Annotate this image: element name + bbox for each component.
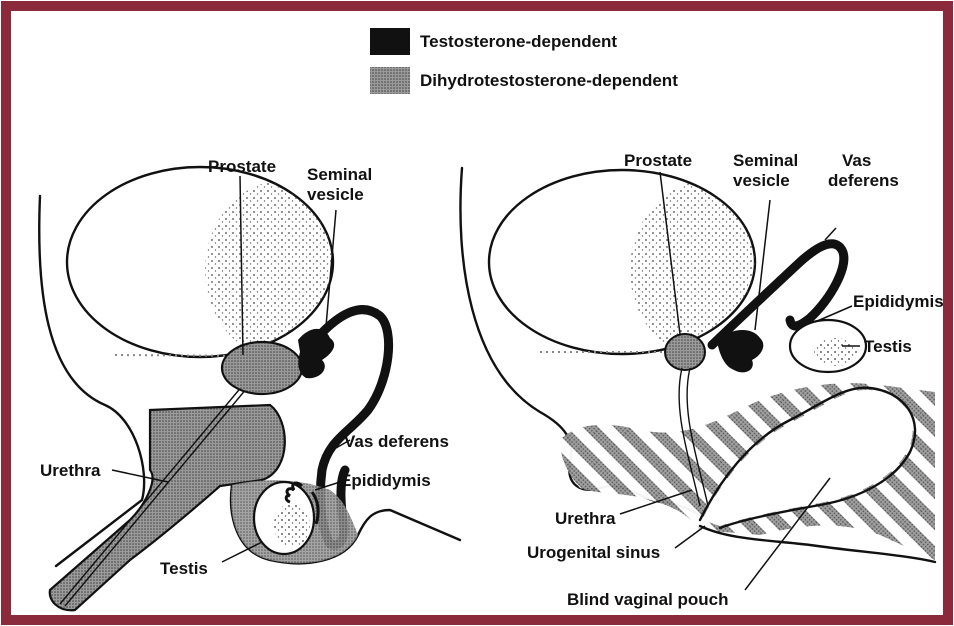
right-label-vas-deferens-1: Vas <box>842 151 871 170</box>
left-label-urethra: Urethra <box>40 461 101 480</box>
left-label-seminal-vesicle-1: Seminal <box>307 165 372 184</box>
left-prostate <box>222 342 302 394</box>
left-label-testis: Testis <box>160 559 208 578</box>
right-label-urethra: Urethra <box>555 509 616 528</box>
legend-label-testosterone: Testosterone-dependent <box>420 32 617 51</box>
male-diagram: Prostate Seminal vesicle Vas deferens Ep… <box>39 157 460 610</box>
legend: Testosterone-dependent Dihydrotestostero… <box>370 28 678 94</box>
right-label-vas-deferens-2: deferens <box>828 171 899 190</box>
right-prostate <box>665 334 705 370</box>
female-diagram: Prostate Seminal vesicle Vas deferens Ep… <box>460 151 943 609</box>
left-label-seminal-vesicle-2: vesicle <box>307 185 364 204</box>
right-label-epididymis: Epididymis <box>853 292 944 311</box>
left-label-vas-deferens: Vas deferens <box>344 432 449 451</box>
legend-swatch-dht <box>370 67 410 94</box>
right-label-blind-vaginal-pouch: Blind vaginal pouch <box>567 590 729 609</box>
legend-label-dht: Dihydrotestosterone-dependent <box>420 71 678 90</box>
legend-swatch-testosterone <box>370 28 410 55</box>
right-label-testis: Testis <box>864 337 912 356</box>
right-label-urogenital-sinus: Urogenital sinus <box>527 543 660 562</box>
right-label-prostate: Prostate <box>624 151 692 170</box>
left-label-prostate: Prostate <box>208 157 276 176</box>
right-label-seminal-vesicle-2: vesicle <box>733 171 790 190</box>
left-label-epididymis: Epididymis <box>340 471 431 490</box>
right-label-seminal-vesicle-1: Seminal <box>733 151 798 170</box>
